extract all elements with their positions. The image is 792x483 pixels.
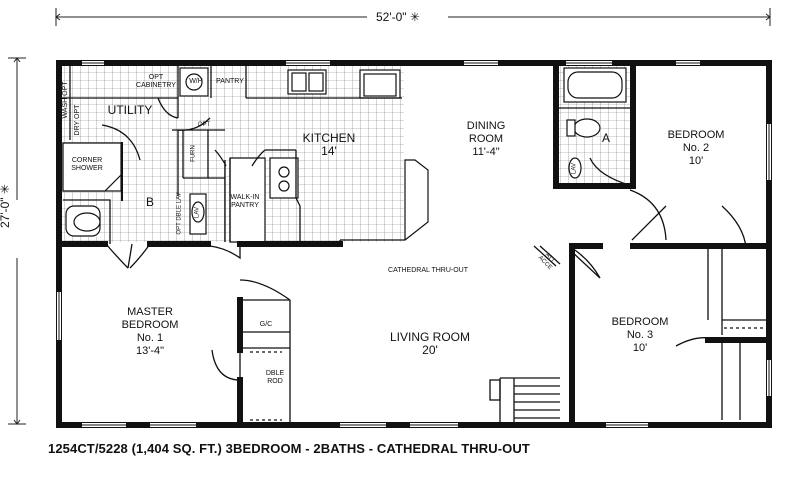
wash-opt-label: WASH OPT (62, 81, 69, 119)
furnace-label: FURN (190, 145, 197, 162)
bath-b-label: B (145, 195, 155, 209)
lav-left-label: LAV (194, 207, 201, 218)
depth-dimension: 27'-0" ✳ (0, 184, 12, 228)
opt-small-label: OPT (197, 122, 211, 128)
dry-opt-label: DRY OPT (74, 104, 81, 136)
lav-right-label: LAV (571, 163, 578, 174)
utility-label: UTILITY (107, 103, 153, 117)
pantry-label: PANTRY (216, 78, 244, 85)
interior-lines (62, 66, 766, 424)
plan-caption: 1254CT/5228 (1,404 SQ. FT.) 3BEDROOM - 2… (48, 441, 530, 456)
water-heater-label: W/H (189, 78, 203, 85)
gc-label: G/C (259, 321, 273, 328)
dimension-lines (8, 8, 771, 425)
window-sills (58, 62, 770, 426)
fixtures (62, 67, 627, 243)
width-dimension: 52'-0" ✳ (376, 10, 420, 24)
opt-double-lav-label: OPT DBLE LAV (176, 192, 183, 235)
cathedral-label: CATHEDRAL THRU-OUT (388, 267, 468, 274)
bath-a-label: A (601, 131, 611, 145)
